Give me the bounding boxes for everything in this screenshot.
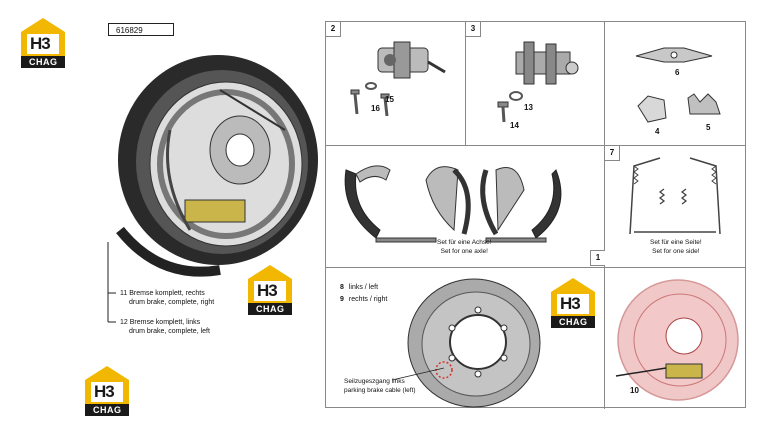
spring-set-caption: Set für eine Seite! Set for one side! — [650, 239, 702, 256]
translucent-brake-illustration — [615, 279, 739, 401]
note-german: Seilzugeszgang links — [344, 378, 405, 385]
retaining-plate-illustration — [635, 47, 713, 63]
brake-shoes-set-illustration — [344, 165, 562, 243]
callout-4: 4 — [655, 127, 660, 136]
wheel-cylinder-illustration — [377, 41, 446, 79]
note-english: parking brake cable (left) — [344, 386, 416, 394]
callout-10: 10 — [630, 386, 639, 395]
panel-1-number: 1 — [590, 250, 605, 266]
backing-plate-illustration — [407, 278, 541, 408]
main-label-leaders — [107, 242, 116, 323]
label-german: Bremse komplett, links — [129, 319, 201, 326]
brand-logo-bottom: H3 CHAG — [82, 364, 132, 418]
panel-1-item-8: 8 links / left — [340, 283, 378, 292]
panel-7-number: 7 — [605, 146, 620, 161]
logo-word-text: CHAG — [29, 57, 58, 67]
item-number: 9 — [340, 296, 344, 303]
logo-word-text: CHAG — [256, 304, 285, 314]
logo-icon — [248, 265, 292, 315]
main-label-11: 11 Bremse komplett, rechts drum brake, c… — [120, 289, 214, 307]
logo-mark-text: H3 — [560, 294, 581, 313]
label-german: Bremse komplett, rechts — [129, 290, 205, 297]
callout-16: 16 — [371, 104, 380, 113]
logo-mark-text: H3 — [257, 281, 278, 300]
item-text: rechts / right — [348, 296, 388, 303]
item-text: links / left — [348, 284, 379, 291]
item-number: 8 — [340, 284, 344, 291]
dust-cap-illustration — [637, 95, 667, 123]
logo-icon — [21, 18, 65, 68]
drum-brake-assembly-illustration — [116, 55, 318, 277]
parking-brake-note: Seilzugeszgang links parking brake cable… — [344, 378, 416, 395]
shoes-set-caption: Set für eine Achse! Set for one axle! — [437, 239, 492, 256]
caption-german: Set für eine Achse! — [437, 239, 492, 246]
brand-logo-top: H3 CHAG — [18, 16, 68, 70]
label-english: drum brake, complete, left — [129, 328, 210, 335]
brand-logo-panel: H3 CHAG — [548, 276, 598, 330]
adjuster-bolt-illustration — [497, 91, 523, 123]
label-english: drum brake, complete, right — [129, 299, 215, 306]
callout-5: 5 — [706, 123, 711, 132]
panel-3-number: 3 — [466, 22, 481, 37]
logo-word-text: CHAG — [93, 405, 122, 415]
bolt-illustration — [350, 82, 390, 117]
spring-clip-illustration — [687, 93, 721, 115]
logo-icon — [85, 366, 129, 416]
logo-icon — [551, 278, 595, 328]
label-number: 12 — [120, 319, 128, 326]
caption-english: Set for one axle! — [440, 247, 488, 255]
brand-logo-middle: H3 CHAG — [245, 263, 295, 317]
main-label-12: 12 Bremse komplett, links drum brake, co… — [120, 318, 210, 336]
callout-13: 13 — [524, 103, 533, 112]
callout-6: 6 — [675, 68, 680, 77]
panel-1-item-9: 9 rechts / right — [340, 295, 387, 304]
caption-german: Set für eine Seite! — [650, 239, 702, 246]
caption-english: Set for one side! — [652, 247, 700, 255]
callout-14: 14 — [510, 121, 519, 130]
label-number: 11 — [120, 290, 128, 297]
brake-adjuster-illustration — [515, 41, 579, 85]
logo-mark-text: H3 — [30, 34, 51, 53]
spring-set-illustration — [629, 157, 721, 235]
logo-word-text: CHAG — [559, 317, 588, 327]
callout-15: 15 — [385, 95, 394, 104]
logo-mark-text: H3 — [94, 382, 115, 401]
panel-2-number: 2 — [326, 22, 341, 37]
part-number-box: 616829 — [108, 23, 174, 36]
parts-panel-grid: 2 3 7 1 — [325, 21, 746, 409]
parking-brake-note-leader — [391, 367, 445, 381]
